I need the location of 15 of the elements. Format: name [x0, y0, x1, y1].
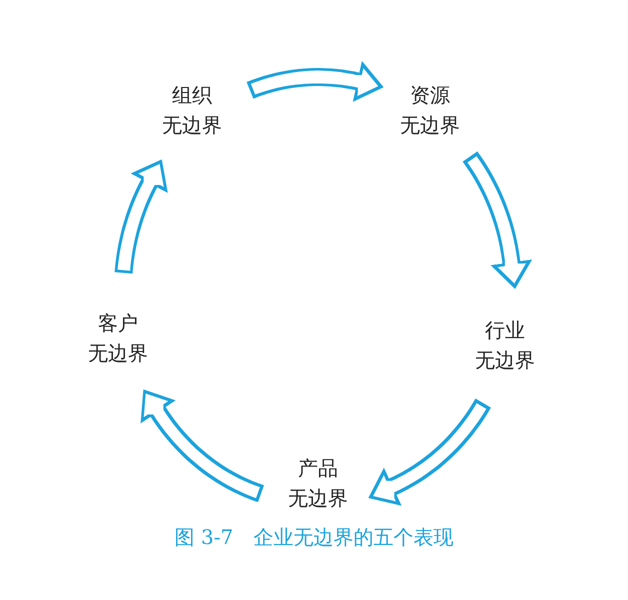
node-label: 资源: [409, 82, 451, 109]
node-label: 产品: [297, 455, 339, 482]
node-label: 无边界: [400, 112, 460, 139]
node-label: 客户: [97, 310, 139, 337]
arrow: [140, 389, 264, 502]
arrow: [368, 398, 491, 506]
node-label: 行业: [484, 317, 526, 344]
node-label: 组织: [171, 82, 213, 109]
node-label: 无边界: [288, 485, 348, 512]
arrow: [246, 60, 384, 102]
arrow: [462, 151, 532, 290]
caption: 图 3-7 企业无边界的五个表现: [174, 524, 454, 551]
node-label: 无边界: [88, 340, 148, 367]
node-label: 无边界: [475, 347, 535, 374]
node-label: 无边界: [162, 112, 222, 139]
